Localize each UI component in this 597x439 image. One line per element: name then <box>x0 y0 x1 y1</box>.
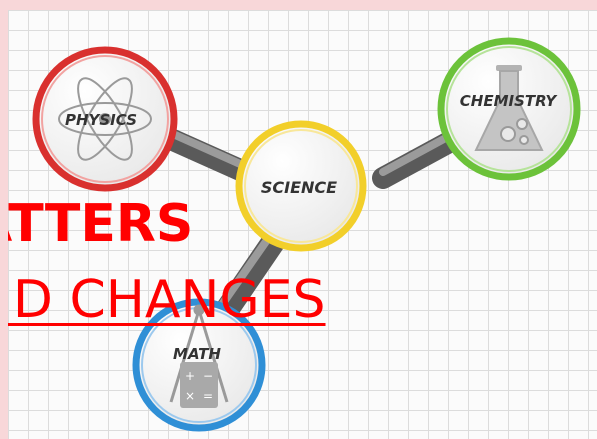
node-label-chemistry: CHEMISTRY <box>460 92 559 110</box>
svg-text:×: × <box>185 389 195 403</box>
node-math: + − × = MATH <box>132 298 266 432</box>
node-label-math: MATH <box>173 345 221 363</box>
flask-icon <box>474 65 544 151</box>
node-label-physics: PHYSICS <box>65 111 137 129</box>
calculator-icon: + − × = <box>180 362 218 408</box>
connector-math-science <box>208 220 292 332</box>
svg-text:−: − <box>203 369 213 383</box>
atom-icon <box>58 77 152 161</box>
science-diagram: PHYSICS CHEMISTRY SCIENCE <box>32 37 581 432</box>
slide-headline: ATTERS <box>8 194 194 254</box>
connector-chemistry-science <box>372 129 464 189</box>
node-physics: PHYSICS <box>32 46 178 192</box>
node-chemistry: CHEMISTRY <box>437 37 581 181</box>
node-label-science: SCIENCE <box>261 178 337 197</box>
slide-canvas: PHYSICS CHEMISTRY SCIENCE <box>8 10 597 439</box>
node-science: SCIENCE <box>235 120 367 252</box>
svg-text:+: + <box>185 369 195 383</box>
slide-subheadline: ND CHANGES <box>8 270 326 330</box>
compass-icon <box>169 304 229 403</box>
svg-text:=: = <box>203 389 213 403</box>
